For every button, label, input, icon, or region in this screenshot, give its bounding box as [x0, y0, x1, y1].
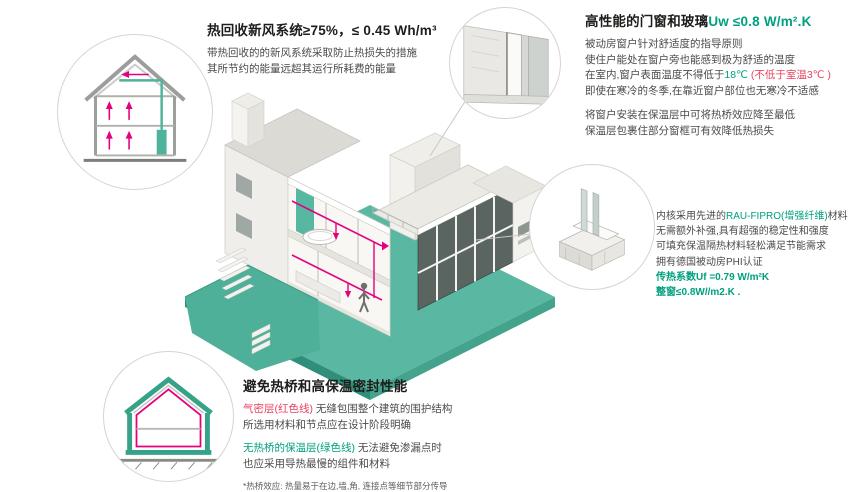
profile-body-line: 可填充保温隔热材料轻松满足节能需求 — [656, 241, 826, 253]
ground-line — [113, 458, 224, 470]
insulation-outline — [124, 376, 213, 455]
garden-hill — [184, 264, 320, 371]
profile-body-line: 内核采用先进的RAU-FIPRO(增强纤维)材料 — [656, 209, 865, 224]
windows-body-line: 将窗户安装在保温层中可将热桥效应降至最低 — [585, 109, 795, 122]
windows-text-block: 高性能的门窗和玻璃Uw ≤0.8 W/m².K 被动房窗户针对舒适度的指导原则 … — [585, 13, 863, 140]
windows-temp-green: 18℃ — [724, 69, 748, 82]
windows-title: 高性能的门窗和玻璃Uw ≤0.8 W/m².K — [585, 13, 863, 31]
ventilation-body-line: 带热回收的的新风系统采取防止热损失的措施 — [207, 46, 417, 59]
windows-body-line: 保温层包裹住部分窗框可有效降低热损失 — [585, 125, 774, 138]
profile-uf-value: 传热系数Uf =0.79 W/m²K — [656, 271, 770, 283]
windows-temp-red-note: (不低于室温3℃ ) — [747, 69, 831, 82]
profile-core-text: 内核采用先进的 — [656, 211, 726, 222]
house-section — [83, 54, 187, 162]
profile-core-text-end: 材料 — [827, 211, 848, 222]
insulation-layer-label: 无热桥的保温层(绿色线) — [243, 442, 355, 455]
window-profile-illustration — [529, 164, 655, 290]
thermal-body-line: 所选用材料和节点应在设计阶段明确 — [243, 418, 411, 431]
window-corner-illustration — [449, 7, 561, 119]
ventilation-text-block: 热回收新风系统≥75%，≤ 0.45 Wh/m³ 带热回收的的新风系统采取防止热… — [207, 22, 469, 77]
profile-body-line: 无需额外补强,具有超强的稳定性和强度 — [656, 226, 829, 238]
thermal-body-line: 也应采用导热最慢的组件和材料 — [243, 458, 390, 471]
thermal-text-block: 避免热桥和高保温密封性能 气密层(红色线) 无缝包围整个建筑的围护结构 所选用材… — [243, 378, 543, 492]
airflow-arrows — [105, 71, 149, 150]
heat-exchanger-unit — [119, 79, 167, 155]
glass-block — [417, 180, 514, 311]
kitchen-counter — [295, 270, 341, 304]
passive-house-isometric-illustration — [184, 92, 555, 400]
glass-panes — [580, 188, 600, 237]
ventilation-section-illustration — [57, 34, 213, 190]
windows-temp-text: 在室内,窗户表面温度不得低于 — [585, 69, 725, 82]
window-corner — [463, 25, 549, 105]
profile-uw-value: 整窗≤0.8W//m2.K . — [656, 286, 741, 298]
profile-text-block: 内核采用先进的RAU-FIPRO(增强纤维)材料 无需额外补强,具有超强的稳定性… — [656, 209, 865, 300]
profile-material-name: RAU-FIPRO(增强纤维) — [726, 211, 828, 222]
windows-body-line: 在室内,窗户表面温度不得低于18℃ (不低于室温3℃ ) — [585, 68, 863, 84]
airtight-layer-label: 气密层(红色线) — [243, 402, 313, 415]
person-figure — [358, 282, 370, 313]
thermal-footnote: *热桥效应: 热量易于在边,墙,角, 连接点等细节部分传导 — [243, 481, 448, 492]
thermal-body-line: 气密层(红色线) 无缝包围整个建筑的围护结构 — [243, 402, 543, 418]
airtight-layer — [135, 388, 202, 448]
windows-body-line: 使住户能处在窗户旁也能感到极为舒适的温度 — [585, 53, 795, 66]
thermal-body-line: 无热桥的保温层(绿色线) 无法避免渗漏点时 — [243, 441, 543, 457]
ventilation-body-line: 其所节约的能量远超其运行所耗费的能量 — [207, 62, 396, 75]
frame-profile — [558, 219, 626, 271]
windows-body-line: 被动房窗户针对舒适度的指导原则 — [585, 37, 743, 50]
thermal-title: 避免热桥和高保温密封性能 — [243, 379, 408, 394]
windows-body-line: 即使在寒冷的冬季,在靠近窗户部位也无寒冷不适感 — [585, 85, 819, 98]
airtight-layer-text: 无缝包围整个建筑的围护结构 — [313, 402, 453, 415]
thermal-bridge-section-illustration — [103, 351, 234, 482]
windows-title-black: 高性能的门窗和玻璃 — [585, 14, 709, 29]
ventilation-ducts — [291, 200, 389, 301]
profile-body-line: 拥有德国被动房PHI认证 — [656, 256, 763, 268]
ventilation-title: 热回收新风系统≥75%，≤ 0.45 Wh/m³ — [207, 23, 437, 38]
hill-steps — [215, 247, 271, 355]
insulation-layer-text: 无法避免渗漏点时 — [355, 442, 442, 455]
windows-title-uw-value: Uw ≤0.8 W/m².K — [708, 14, 812, 29]
